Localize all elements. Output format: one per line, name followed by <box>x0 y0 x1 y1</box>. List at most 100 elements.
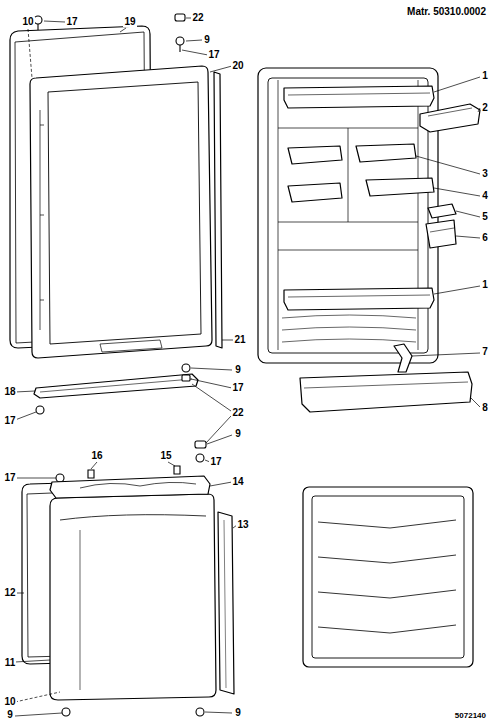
callout-number: 14 <box>231 477 244 487</box>
callout-number: 3 <box>481 169 489 179</box>
part-outline <box>56 474 64 482</box>
callout-number: 17 <box>207 50 220 60</box>
callout-number: 1 <box>481 71 489 81</box>
callout-number: 22 <box>191 13 204 23</box>
callout-number: 17 <box>209 457 222 467</box>
leader-line <box>288 295 430 297</box>
leader-line <box>348 128 349 222</box>
callout-number: 9 <box>203 35 211 45</box>
part-outline <box>318 520 456 633</box>
leader-line <box>191 368 232 370</box>
callout-number: 17 <box>231 383 244 393</box>
leader-line <box>40 300 44 301</box>
callout-number: 10 <box>3 697 16 707</box>
callout-number: 9 <box>6 710 14 720</box>
callout-number: 7 <box>481 347 489 357</box>
part-outline <box>34 374 198 398</box>
freezer-inner-door <box>303 487 473 667</box>
leader-line <box>416 156 480 174</box>
callout-number: 13 <box>236 520 249 530</box>
part-outline <box>214 72 222 348</box>
leader-line <box>288 93 430 95</box>
part-outline <box>268 78 428 353</box>
part-outline <box>50 476 210 498</box>
leader-line <box>471 398 480 407</box>
callout-number: 17 <box>3 473 16 483</box>
part-outline <box>300 372 472 412</box>
part-outline <box>288 146 342 164</box>
part-outline <box>182 375 190 381</box>
part-outline <box>80 482 196 488</box>
callout-number: 22 <box>231 408 244 418</box>
leader-line <box>434 286 480 294</box>
callout-number: 1 <box>481 280 489 290</box>
part-outline <box>62 708 70 716</box>
leader-line <box>222 340 233 341</box>
callout-number: 5 <box>481 212 489 222</box>
callout-number: 12 <box>3 588 16 598</box>
part-outline <box>88 470 94 478</box>
leader-line <box>182 50 208 55</box>
leader-line <box>456 236 480 238</box>
leader-line <box>186 40 202 41</box>
leader-line <box>304 382 468 388</box>
leader-line <box>191 379 232 388</box>
upper-door <box>10 26 222 398</box>
leader-line <box>15 478 56 479</box>
part-outline <box>356 144 416 162</box>
part-outline <box>303 487 473 667</box>
leader-line <box>456 211 480 217</box>
callout-number: 2 <box>481 103 489 113</box>
part-outline <box>218 512 234 694</box>
callout-number: 15 <box>159 451 172 461</box>
part-outline <box>282 315 416 342</box>
callout-number: 18 <box>3 387 16 397</box>
leader-line <box>15 412 36 420</box>
leader-line <box>40 125 44 126</box>
leader-line <box>179 45 180 52</box>
leader-line <box>40 215 44 216</box>
leader-line <box>207 435 232 444</box>
part-outline <box>428 108 472 116</box>
leader-line <box>186 18 191 19</box>
model-number: Matr. 50310.0002 <box>406 7 487 17</box>
leader-line <box>91 462 97 469</box>
callout-number: 17 <box>3 416 16 426</box>
leader-line <box>412 353 480 356</box>
leader-line <box>28 29 32 78</box>
leader-line <box>192 384 231 411</box>
part-outline <box>420 104 480 132</box>
part-outline <box>426 220 456 248</box>
leader-line <box>15 692 60 702</box>
leader-line <box>210 66 232 72</box>
part-outline <box>195 441 206 448</box>
part-outline <box>284 288 434 310</box>
leader-line <box>434 188 480 196</box>
callout-number: 16 <box>90 451 103 461</box>
callout-number: 6 <box>481 233 489 243</box>
freezer-door <box>22 476 234 700</box>
part-outline <box>34 16 42 24</box>
leader-line <box>15 660 50 662</box>
callout-number: 4 <box>481 191 489 201</box>
callout-number: 9 <box>234 365 242 375</box>
callout-number: 11 <box>4 658 17 668</box>
part-outline <box>258 68 438 363</box>
part-outline <box>174 466 180 474</box>
leader-line <box>15 713 62 716</box>
leader-lines <box>15 18 480 716</box>
leader-line <box>37 24 38 30</box>
part-outline <box>48 82 201 344</box>
leader-line <box>40 379 192 392</box>
callout-number: 21 <box>233 335 246 345</box>
callout-number: 20 <box>231 61 244 71</box>
leader-line <box>430 228 454 232</box>
part-outline <box>428 204 456 218</box>
leader-line <box>278 80 279 350</box>
part-outline <box>50 494 216 700</box>
model-number: 5072140 <box>454 712 487 720</box>
leader-line <box>40 110 41 330</box>
part-outline <box>312 496 464 658</box>
leader-line <box>224 520 226 688</box>
